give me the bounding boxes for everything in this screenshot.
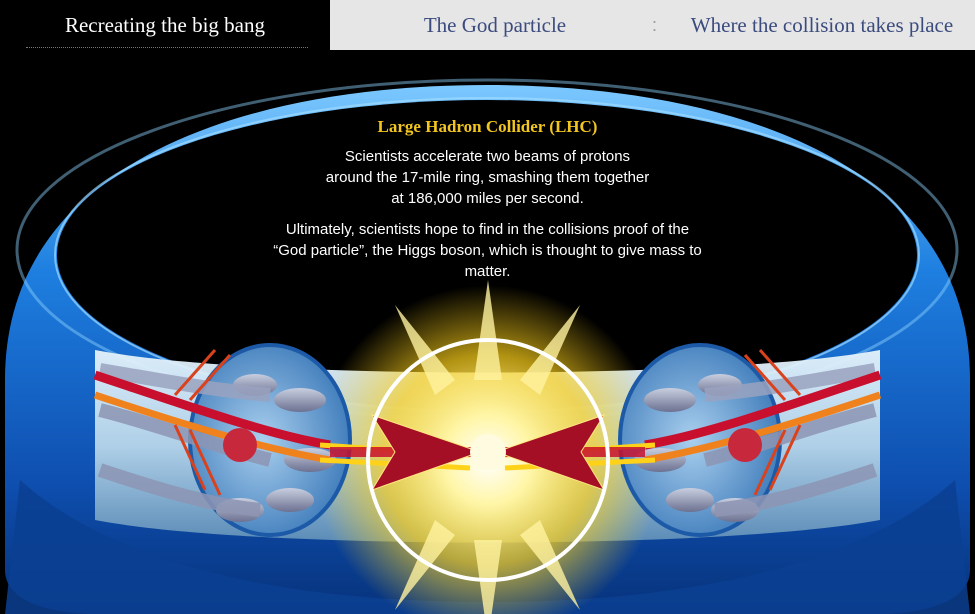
- tab-god-particle[interactable]: The God particle: [423, 12, 567, 37]
- collider-diagram: Large Hadron Collider (LHC) Scientists a…: [0, 50, 975, 614]
- tab-recreating-big-bang[interactable]: Recreating the big bang: [0, 0, 330, 50]
- info-paragraph-1: Scientists accelerate two beams of proto…: [325, 148, 650, 207]
- magnet-coils: [173, 349, 802, 496]
- info-panel: Large Hadron Collider (LHC) Scientists a…: [230, 117, 745, 292]
- ring-lower-band: [5, 480, 970, 614]
- info-paragraph-2: Ultimately, scientists hope to find in t…: [273, 221, 702, 280]
- info-title: Large Hadron Collider (LHC): [377, 117, 598, 136]
- tab-collision-location[interactable]: Where the collision takes place: [690, 12, 954, 37]
- collision-point-circle: [366, 338, 610, 582]
- collider-ring-illustration: [5, 78, 970, 614]
- collision-burst: [470, 434, 506, 470]
- inactive-tabs-background: [330, 0, 975, 50]
- ring-inner-void: [57, 100, 917, 410]
- right-beam-node: [728, 428, 762, 462]
- tab-bar: Recreating the big bang The God particle…: [0, 0, 975, 50]
- left-beam-node: [223, 428, 257, 462]
- tab-separator: :: [652, 14, 658, 35]
